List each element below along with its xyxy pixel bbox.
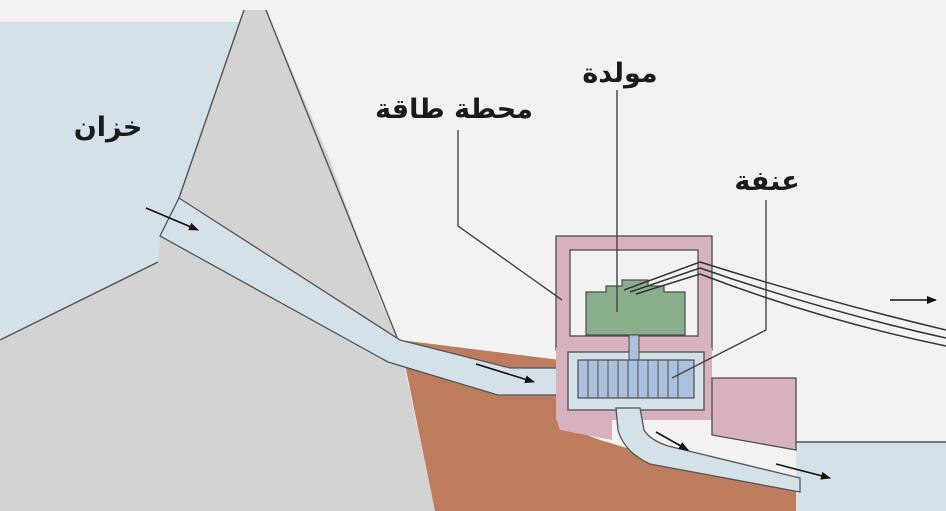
reservoir-water [0, 22, 244, 340]
turbine-blades [587, 360, 679, 398]
turbine-body [577, 359, 695, 399]
outlet-pipe [615, 407, 801, 493]
reservoir-floor-edge [0, 261, 159, 341]
leader-turbine [671, 200, 767, 379]
dam-slope-edge [265, 9, 401, 346]
station-foundation [556, 418, 612, 440]
flow-arrow-penstock [475, 363, 535, 384]
power-lines [623, 261, 946, 347]
tailwater [796, 442, 946, 511]
leader-power-station [457, 130, 563, 301]
label-turbine: عنفة [734, 166, 799, 197]
station-annex [711, 377, 797, 451]
dam-face-edge [178, 9, 245, 199]
label-reservoir: خزان [74, 112, 143, 143]
flow-arrow-outlet [655, 431, 689, 451]
turbine [577, 359, 695, 399]
flow-arrow-intake [145, 207, 199, 231]
label-power-station: محطة طاقة [375, 94, 533, 125]
label-generator: مولدة [582, 58, 657, 89]
generator [585, 279, 686, 336]
turbine-shaft [628, 334, 640, 363]
flow-arrow-tailrace [775, 463, 831, 480]
